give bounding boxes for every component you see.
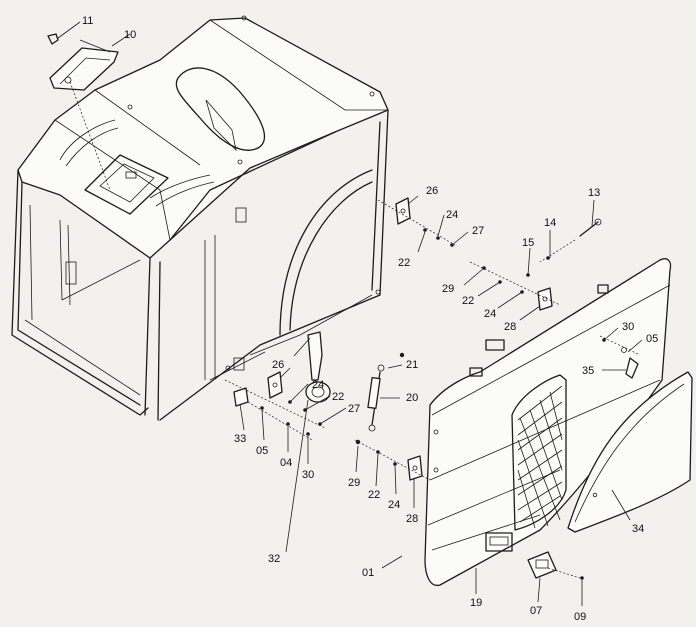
grille-mesh (517, 385, 563, 529)
leader-lines (79, 33, 643, 606)
callout-24: 24 (484, 308, 496, 320)
callout-07: 07 (530, 605, 542, 617)
callout-15: 15 (522, 237, 534, 249)
callout-34: 34 (632, 523, 644, 535)
hinge-bracket-part-26-top (395, 197, 411, 225)
callout-24: 24 (446, 209, 458, 221)
side-panel-part-19 (424, 258, 672, 587)
assembly-lines (224, 199, 641, 579)
callout-33: 33 (234, 433, 246, 445)
callout-05: 05 (646, 333, 658, 345)
callout-28: 28 (406, 513, 418, 525)
callout-28: 28 (504, 321, 516, 333)
callout-11: 11 (82, 15, 93, 27)
callout-35: 35 (582, 365, 594, 377)
callout-22: 22 (398, 257, 410, 269)
callout-29: 29 (442, 283, 454, 295)
callout-22: 22 (332, 391, 344, 403)
callout-labels: 11 10 26 24 27 22 13 14 15 29 22 24 28 3… (82, 15, 658, 623)
trim-panel-part-34 (567, 371, 693, 533)
callout-26: 26 (426, 185, 438, 197)
hinge-bracket-part-28-bottom (407, 455, 423, 481)
pin-part-13 (579, 218, 602, 237)
latch-pin-part-35 (621, 347, 639, 379)
callout-24: 24 (312, 379, 324, 391)
gas-strut-part-20 (367, 364, 385, 432)
hinge-bracket-part-26-bottom (267, 371, 283, 399)
callout-26: 26 (272, 359, 284, 371)
callout-29: 29 (348, 477, 360, 489)
callout-14: 14 (544, 217, 556, 229)
callout-22: 22 (368, 489, 380, 501)
callout-27: 27 (472, 225, 484, 237)
callout-30: 30 (622, 321, 634, 333)
callout-30: 30 (302, 469, 314, 481)
hinge-bracket-part-28-top (537, 287, 553, 311)
callout-13: 13 (588, 187, 600, 199)
hatch-cover-part-10 (49, 47, 119, 91)
callout-21: 21 (406, 359, 418, 371)
key-part-32 (305, 331, 331, 403)
callout-20: 20 (406, 392, 418, 404)
callout-22: 22 (462, 295, 474, 307)
callout-32: 32 (268, 553, 280, 565)
callout-04: 04 (280, 457, 292, 469)
cab-frame (11, 15, 389, 421)
callout-09: 09 (574, 611, 586, 623)
bracket-part-33 (233, 387, 249, 407)
callout-27: 27 (348, 403, 360, 415)
callout-19: 19 (470, 597, 482, 609)
callout-10: 10 (124, 29, 136, 41)
callout-05: 05 (256, 445, 268, 457)
latch-part-07 (527, 551, 557, 579)
screw-part-11 (47, 21, 81, 45)
callout-01: 01 (362, 567, 374, 579)
callout-24: 24 (388, 499, 400, 511)
